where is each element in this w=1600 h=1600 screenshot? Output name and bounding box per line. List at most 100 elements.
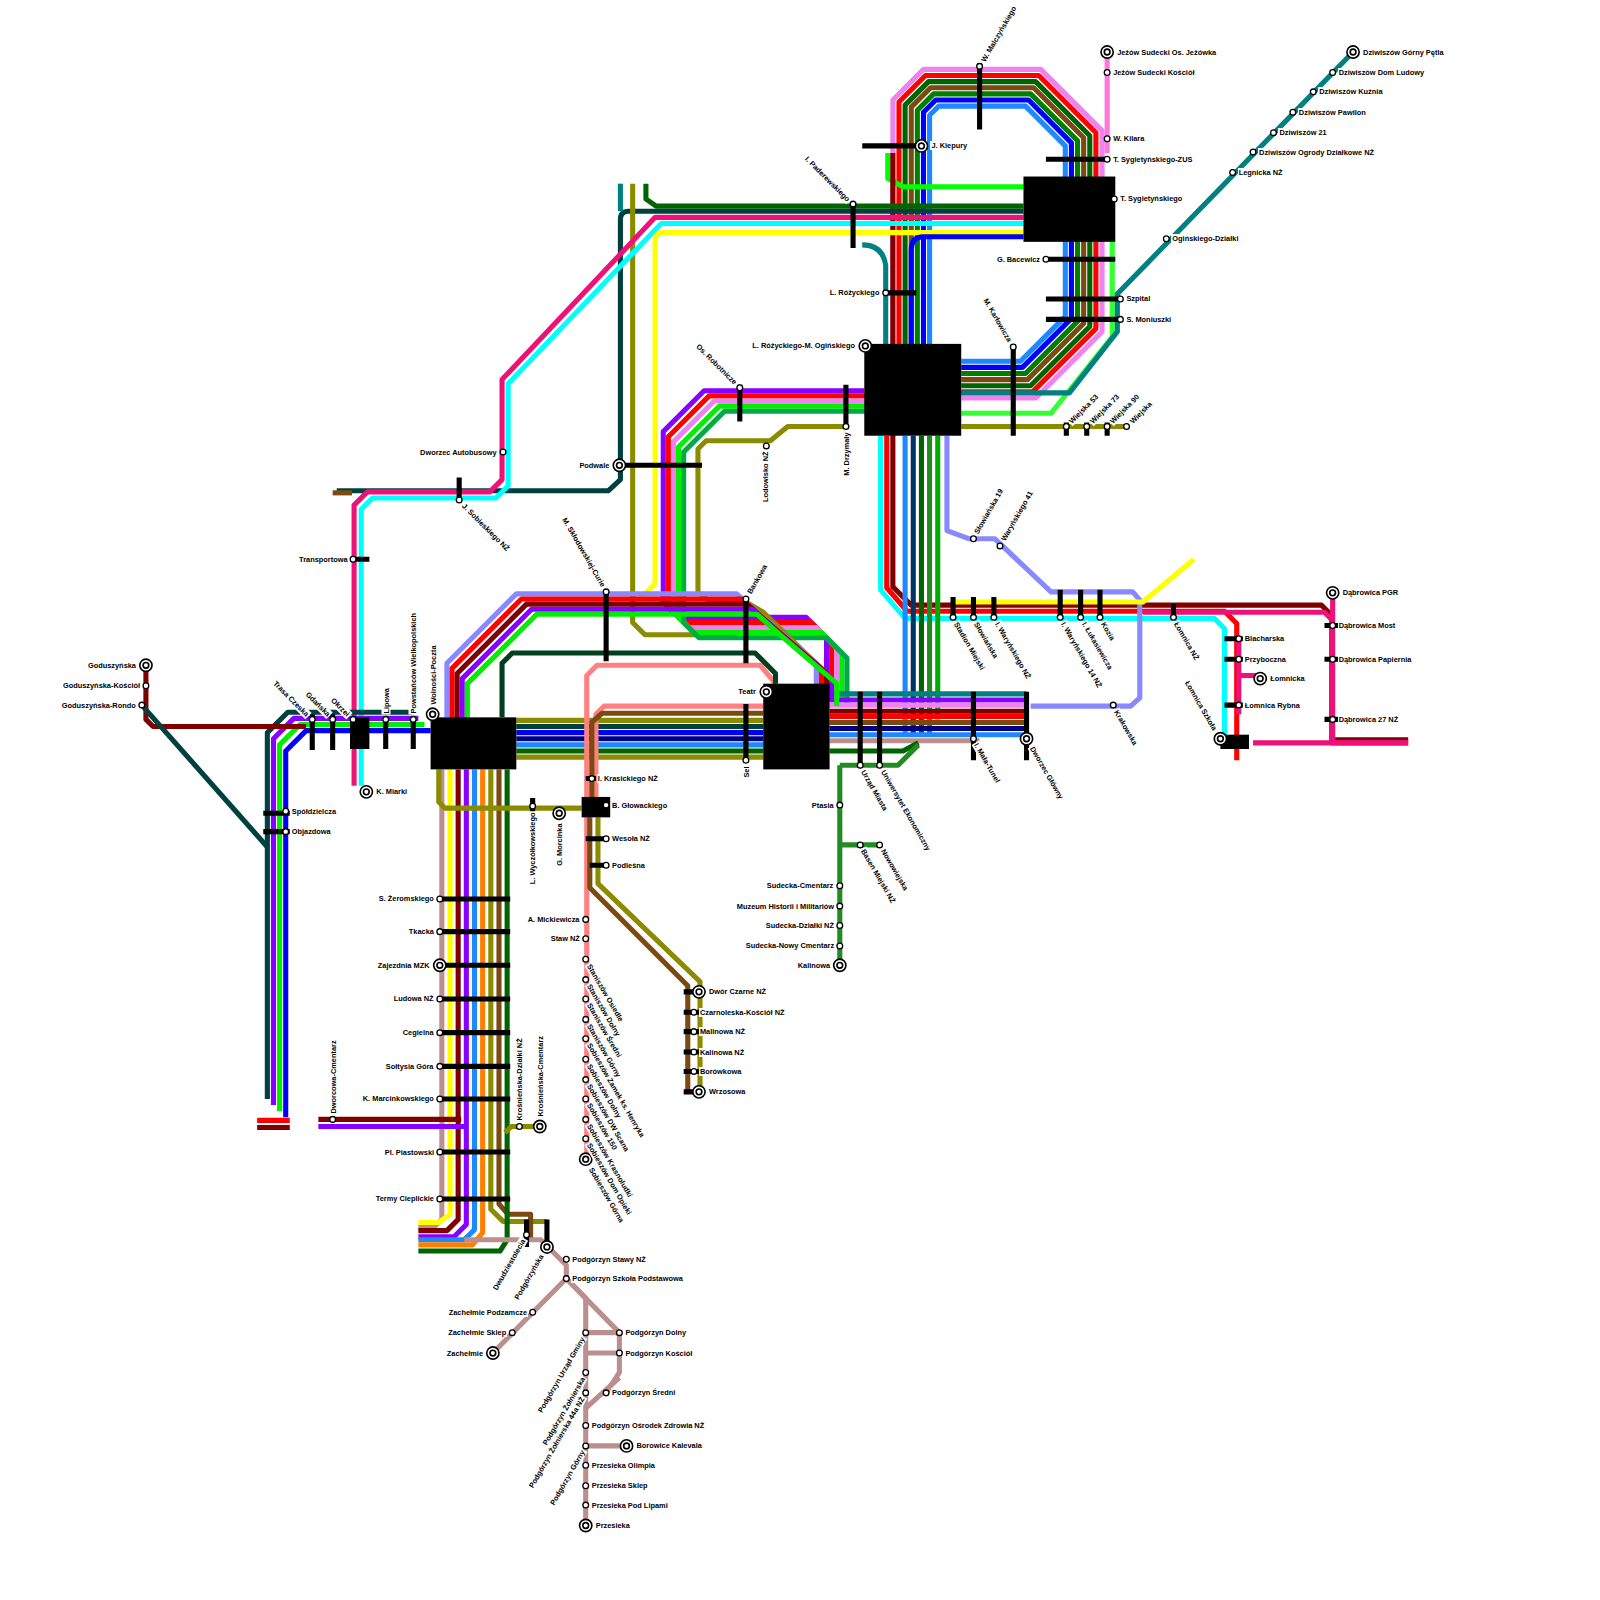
station-name: Przesieka [595, 1521, 631, 1530]
station-marker [583, 1136, 589, 1142]
station-name: W. Malczyńskiego [978, 4, 1018, 65]
station-name: Staw NŻ [550, 934, 581, 943]
station-name: Podgórzyn Dolny [624, 1328, 687, 1337]
station-marker [857, 762, 863, 768]
route-shape [961, 242, 1112, 413]
station-name: Kozia [1099, 619, 1118, 642]
station-marker [693, 1086, 705, 1098]
station-marker [693, 986, 705, 998]
route-shape [333, 490, 352, 495]
station-marker [1124, 424, 1130, 430]
station-marker [553, 807, 565, 819]
route-shape [257, 1125, 290, 1130]
station-marker [456, 497, 462, 503]
station-name: Sudecka-Cmentarz [766, 881, 835, 890]
station-name: I. Mała-Tunel [972, 741, 1003, 786]
station-marker [1214, 733, 1226, 745]
station-name: Waryńskiego 41 [999, 489, 1036, 544]
station-marker [583, 956, 589, 962]
station-marker [583, 1077, 589, 1083]
station-name: J. Kiepury [930, 141, 968, 150]
station-name: Dziwiszów Pawilon [1298, 108, 1367, 117]
route-shape [1105, 56, 1110, 153]
route-shape [954, 559, 1194, 602]
route-shape [947, 436, 1140, 706]
station-name: K. Miarki [375, 787, 408, 796]
station-marker [143, 662, 149, 668]
station-marker [1330, 590, 1336, 596]
route-shape [840, 745, 919, 965]
station-marker [1057, 614, 1063, 620]
station-name: Goduszyńska-Kościół [62, 681, 141, 690]
station-marker [859, 340, 871, 352]
station-marker [143, 683, 149, 689]
station-marker [1347, 46, 1359, 58]
station-marker [583, 977, 589, 983]
station-marker [437, 1030, 443, 1036]
station-marker [544, 1244, 550, 1250]
station-name: Zachełmie Podzamcze [448, 1308, 528, 1317]
station-marker [583, 1156, 589, 1162]
station-name: S. Moniuszki [1125, 315, 1172, 324]
station-marker [563, 1256, 569, 1262]
station-marker [383, 717, 389, 723]
station-marker [583, 917, 589, 923]
station-name: K. Marcinkowskiego [362, 1094, 435, 1103]
station-marker [971, 536, 977, 542]
station-marker [1236, 656, 1242, 662]
route-shape [864, 344, 961, 436]
station-marker [837, 962, 843, 968]
station-marker [950, 614, 956, 620]
station-marker [837, 903, 843, 909]
station-marker [283, 829, 289, 835]
route-lines [142, 52, 1408, 1525]
station-name: Podleśna [611, 861, 646, 870]
station-name: G. Bacewicz [996, 255, 1041, 264]
station-name: G. Morcinka [555, 822, 564, 866]
station-name: M. Skłodowskiej-Curie [560, 516, 608, 590]
station-name: Zachełmie Sklep [447, 1328, 507, 1337]
station-marker [437, 1063, 443, 1069]
station-marker [583, 1462, 589, 1468]
station-name: Lodowisko NŻ [761, 451, 770, 504]
station-name: T. Sygietyńskiego [1119, 194, 1183, 203]
station-name: J. Sobieskiego NŻ [460, 500, 513, 553]
station-name: L. Różyckiego [829, 288, 881, 297]
station-marker [437, 1096, 443, 1102]
route-shape [142, 705, 268, 847]
station-marker [691, 1029, 697, 1035]
station-marker [1257, 676, 1263, 682]
station-marker [360, 786, 372, 798]
station-name: Bankowa [745, 563, 770, 597]
station-marker [877, 762, 883, 768]
station-name: Podwale [578, 461, 610, 470]
route-shape [673, 401, 874, 694]
station-name: Podgórzyn Ośrodek Zdrowia NŻ [591, 1421, 706, 1430]
station-name: Ogińskiego-Działki [1171, 234, 1239, 243]
route-shape [566, 1279, 619, 1393]
station-name: M. Karłowicza [981, 296, 1014, 345]
station-name: Dąbrowica Papiernia [1338, 655, 1413, 664]
station-marker [583, 1502, 589, 1508]
route-shape [418, 769, 482, 1245]
station-marker [971, 736, 977, 742]
station-marker [437, 896, 443, 902]
station-name: Legnicka NŻ [1238, 168, 1284, 177]
station-marker [760, 686, 772, 698]
station-marker [309, 717, 315, 723]
route-shape [953, 422, 1173, 619]
station-marker [1254, 672, 1266, 684]
station-marker [624, 1443, 630, 1449]
station-marker [330, 717, 336, 723]
station-name: I. Krasickiego NŻ [597, 774, 659, 783]
station-marker [583, 996, 589, 1002]
station-marker [583, 1443, 589, 1449]
station-name: Podgórzyn Kościół [624, 1349, 693, 1358]
station-name: M. Drzymały [842, 432, 851, 477]
station-marker [490, 1350, 496, 1356]
route-shape [516, 724, 763, 729]
station-name: Podgórzyn Stawy NŻ [571, 1255, 647, 1264]
route-shape [318, 1124, 464, 1129]
station-marker [563, 1276, 569, 1282]
